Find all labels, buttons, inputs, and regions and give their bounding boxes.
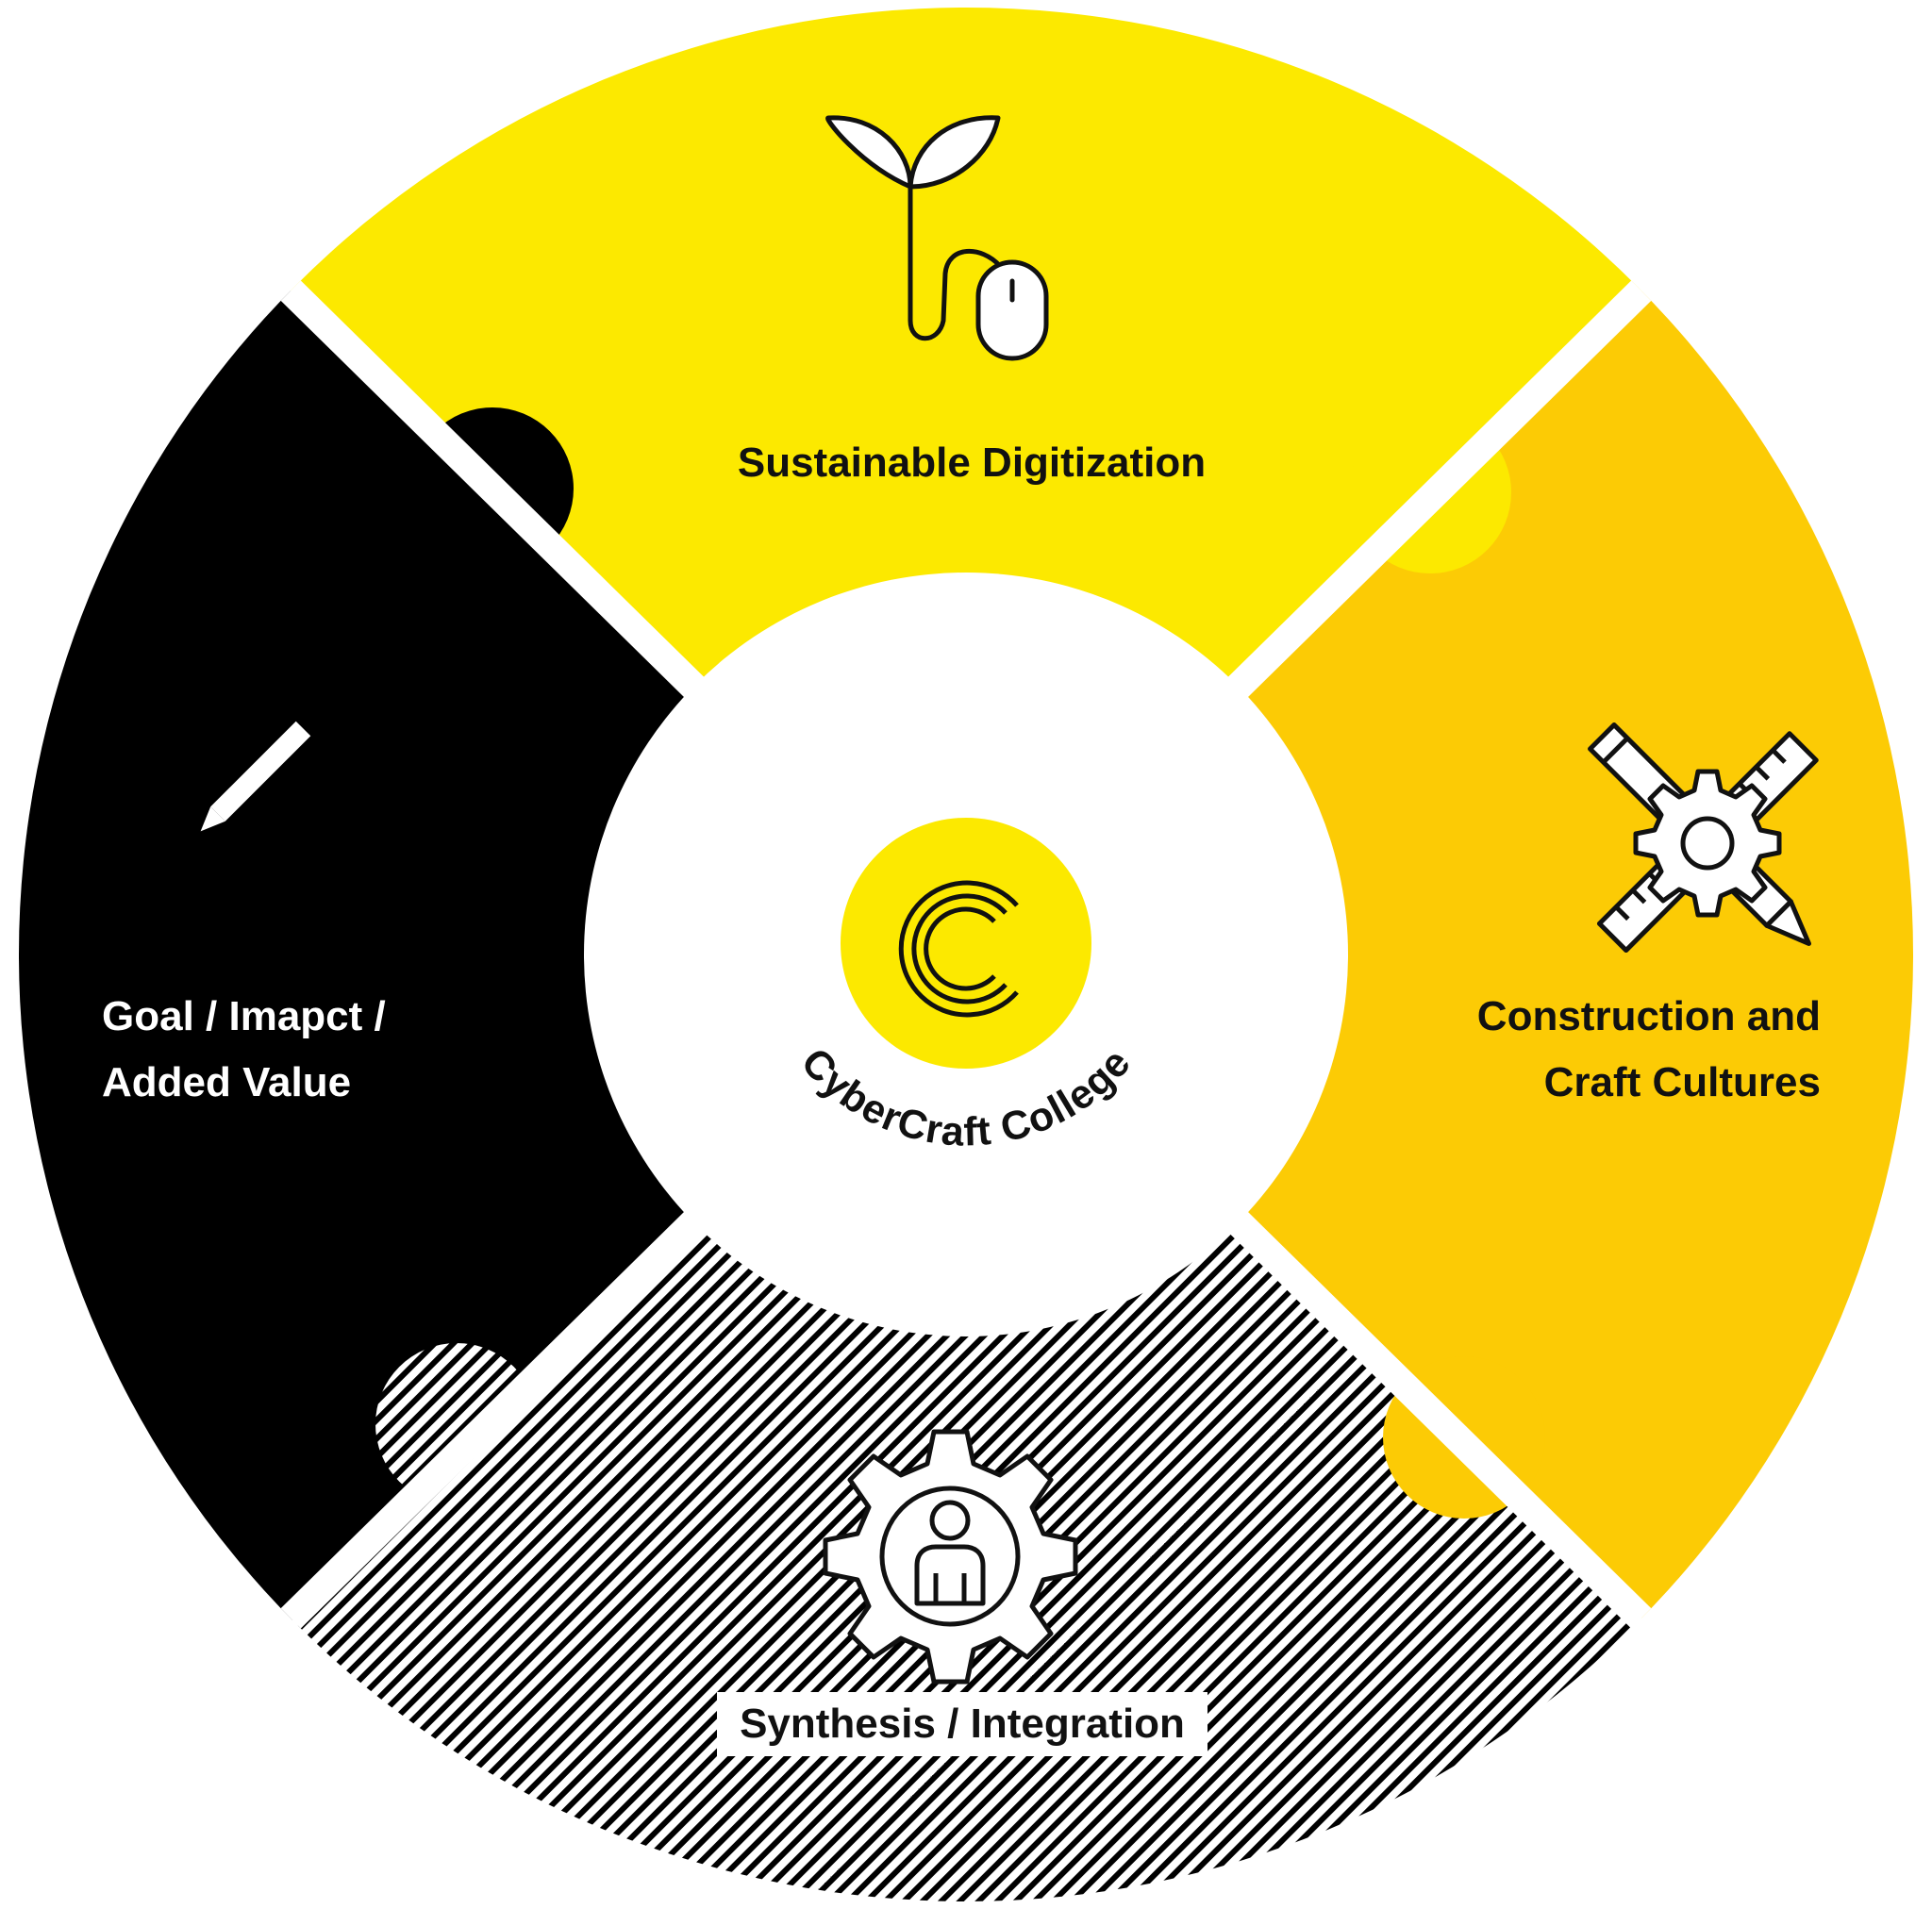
label-goal-line2: Added Value: [102, 1059, 351, 1105]
segment-construction-craft: [966, 285, 1913, 1624]
puzzle-knob-bottom: [375, 1343, 538, 1505]
ruler-pencil-gear-icon: [1588, 722, 1819, 954]
label-sustainable-digitization: Sustainable Digitization: [738, 440, 1206, 486]
label-goal-line1: Goal / Imapct /: [102, 993, 386, 1039]
label-construction-line1: Construction and: [1477, 993, 1821, 1039]
label-synthesis-integration: Synthesis / Integration: [740, 1701, 1185, 1747]
label-construction-line2: Craft Cultures: [1544, 1059, 1821, 1105]
plant-mouse-icon: [825, 115, 1049, 361]
cybercraft-logo-icon: [898, 880, 1019, 1018]
logo-circle: [841, 818, 1091, 1069]
gear-person-icon: [823, 1429, 1078, 1685]
pencil-icon: [200, 721, 311, 832]
segment-sustainable-digitization: [285, 8, 1647, 954]
segment-goal-impact: [19, 285, 966, 1624]
label-bg-synthesis: [717, 1692, 1208, 1756]
